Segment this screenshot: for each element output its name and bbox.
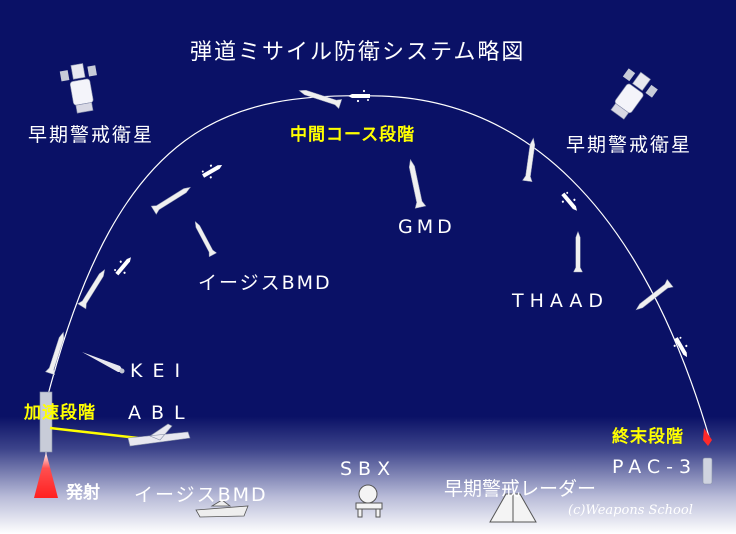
- kei-interceptor-icon: [82, 352, 124, 372]
- label-early-warning-satellite-right: 早期警戒衛星: [566, 134, 693, 156]
- missile-ascent: [150, 182, 194, 215]
- early-warning-satellite-left-icon: [58, 60, 104, 116]
- pac3-launcher-icon: [702, 457, 713, 485]
- label-early-warning-satellite-left: 早期警戒衛星: [28, 124, 155, 146]
- aegis-interceptor-icon: [191, 219, 217, 258]
- phase-label-midcourse: 中間コース段階: [290, 125, 416, 145]
- warhead-apex: [348, 89, 370, 103]
- diagram-title: 弾道ミサイル防衛システム略図: [190, 40, 526, 65]
- missile-descent-1: [522, 137, 539, 182]
- label-early-warning-radar: 早期警戒レーダー: [444, 478, 597, 500]
- label-thaad: THAAD: [512, 290, 610, 312]
- abl-laser-beam: [49, 426, 139, 440]
- missile-descent-2: [632, 279, 674, 314]
- label-aegis-bmd-ship: イージスBMD: [134, 484, 268, 506]
- thaad-interceptor-icon: [573, 231, 583, 273]
- credit-text: (c)Weapons School: [568, 503, 693, 518]
- kei-tip-icon: [119, 368, 125, 374]
- phase-label-boost: 加速段階: [24, 403, 96, 423]
- label-abl: ABL: [128, 402, 195, 424]
- terminal-warhead-icon: [703, 428, 712, 446]
- label-kei: KEI: [130, 360, 191, 382]
- phase-label-terminal: 終末段階: [612, 427, 684, 447]
- warhead-ascent: [200, 159, 226, 182]
- early-warning-radar-icon: [489, 493, 537, 523]
- ballistic-trajectory: [47, 95, 711, 441]
- label-gmd: GMD: [398, 216, 456, 238]
- warhead-descent: [558, 189, 582, 215]
- aegis-ship-icon: [195, 499, 249, 518]
- abl-aircraft-icon: [127, 423, 191, 447]
- label-aegis-bmd-upper: イージスBMD: [198, 272, 332, 294]
- missile-apex: [297, 85, 342, 109]
- warhead-boost: [112, 253, 136, 279]
- label-sbx: SBX: [340, 458, 397, 480]
- label-pac3: PAC-3: [612, 456, 698, 478]
- sbx-radar-icon: [355, 484, 383, 518]
- launch-label: 発射: [66, 483, 100, 503]
- launch-plume-icon: [34, 452, 58, 498]
- early-warning-satellite-right-icon: [602, 64, 661, 126]
- gmd-interceptor-icon: [404, 158, 427, 209]
